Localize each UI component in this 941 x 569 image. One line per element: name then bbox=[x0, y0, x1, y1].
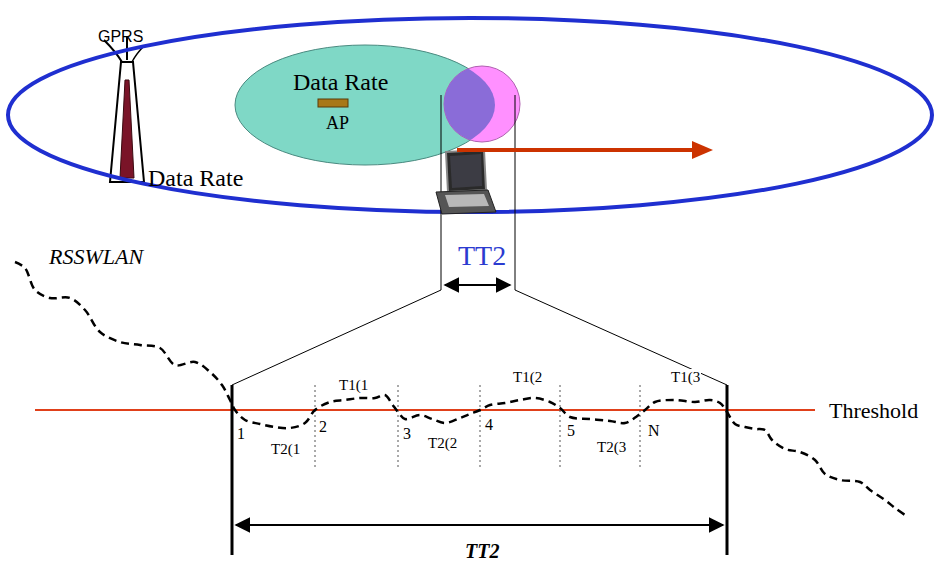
crossing-number-box: 1 bbox=[236, 425, 246, 443]
interval-label-box: T2(2 bbox=[427, 434, 458, 452]
duration-arrow bbox=[445, 284, 510, 286]
crossing-number: 1 bbox=[236, 425, 246, 442]
duration-arrow bbox=[236, 524, 723, 526]
data-rate-label-box: Data Rate bbox=[293, 69, 388, 97]
interval-label-box: T1(2 bbox=[512, 368, 543, 386]
threshold-label-box: Threshold bbox=[828, 398, 919, 423]
crossing-number: 3 bbox=[402, 425, 412, 442]
overlap-region bbox=[444, 66, 520, 142]
network-name: GPRS bbox=[98, 28, 143, 45]
gprs-coverage-ellipse: GPRSData RateData RateAP bbox=[5, 15, 935, 215]
crossing-number-box: N bbox=[647, 422, 661, 440]
access-point-label-box: AP bbox=[326, 113, 349, 134]
movement-arrow bbox=[457, 148, 694, 152]
coverage-outline bbox=[8, 18, 932, 212]
crossing-number: 2 bbox=[318, 418, 328, 435]
interval-label-box: T1(1 bbox=[338, 376, 369, 394]
crossing-number-box: 4 bbox=[484, 416, 494, 434]
zoom-line bbox=[515, 290, 727, 385]
interval-label-box: T2(1 bbox=[270, 440, 301, 458]
duration-label: TT2 bbox=[464, 540, 500, 562]
interval-boundary bbox=[231, 385, 234, 555]
rss-curve bbox=[15, 262, 905, 515]
movement-arrowhead bbox=[692, 141, 713, 159]
interval-label-box: T2(3 bbox=[596, 438, 627, 456]
gprs-tower bbox=[104, 36, 144, 182]
shape-outline bbox=[235, 45, 495, 165]
interval-label: T1(1 bbox=[338, 377, 369, 393]
access-point-symbol bbox=[318, 99, 348, 107]
threshold-line bbox=[35, 409, 815, 411]
terminal-range bbox=[444, 66, 520, 142]
zoom-line bbox=[515, 95, 516, 290]
interval-label-box: T1(3 bbox=[670, 368, 701, 386]
crossing-number: 4 bbox=[484, 416, 494, 433]
laptop-icon bbox=[436, 150, 496, 214]
zoom-line bbox=[232, 290, 441, 385]
signal-name: RSSWLAN bbox=[48, 244, 144, 269]
interval-label: T1(2 bbox=[512, 369, 543, 385]
crossing-number: N bbox=[647, 422, 661, 439]
interval-label: T2(1 bbox=[270, 441, 301, 457]
crossing-number-box: 2 bbox=[318, 418, 328, 436]
crossing-number-box: 5 bbox=[566, 422, 576, 440]
interval-label: T2(3 bbox=[596, 439, 627, 455]
network-name-box: GPRS bbox=[98, 28, 143, 46]
interval-label: T1(3 bbox=[670, 369, 701, 385]
wlan-coverage-ellipse: Data RateAP bbox=[235, 45, 495, 165]
crossing-number-box: 3 bbox=[402, 425, 412, 443]
access-point-label: AP bbox=[326, 113, 349, 133]
duration-label: TT2 bbox=[457, 240, 507, 271]
data-rate-label: Data Rate bbox=[293, 69, 388, 95]
interval-label: T2(2 bbox=[427, 435, 458, 451]
data-rate-label: Data Rate bbox=[148, 165, 243, 191]
signal-name-box: RSSWLAN bbox=[48, 244, 144, 269]
data-rate-label-box: Data Rate bbox=[148, 165, 243, 193]
threshold-label: Threshold bbox=[828, 398, 919, 423]
crossing-number: 5 bbox=[566, 422, 576, 439]
duration-label-box: TT2 bbox=[464, 540, 500, 563]
duration-label-box: TT2 bbox=[457, 240, 507, 272]
